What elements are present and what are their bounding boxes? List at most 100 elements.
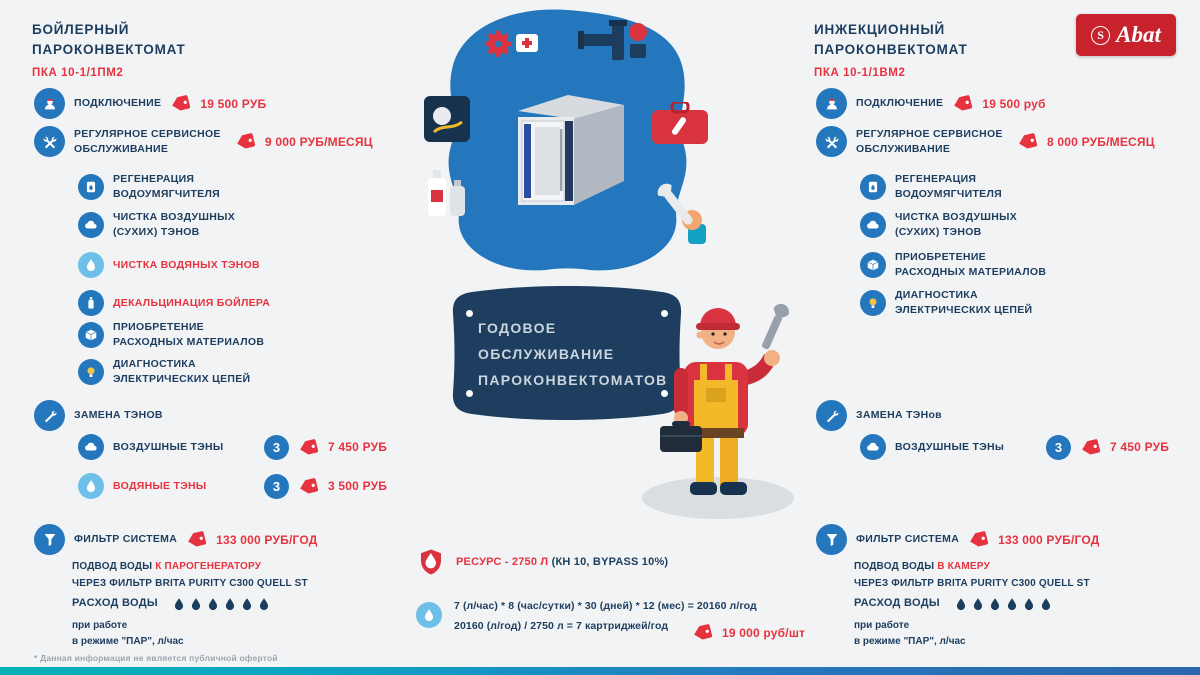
- water-supply-highlight: В КАМЕРУ: [937, 561, 990, 572]
- water-drop-icon: [223, 597, 237, 611]
- diagnostics-bulb-icon: [860, 289, 886, 316]
- price-tag-icon: [296, 473, 321, 498]
- water-drop-icon: [206, 597, 220, 611]
- water-drop-icon: [78, 473, 104, 499]
- water-softener-icon: [78, 173, 104, 200]
- left-filter-row: ФИЛЬТР СИСТЕМА 133 000 РУБ/ГОД: [34, 524, 317, 555]
- consumption-label: РАСХОД ВОДЫ: [854, 597, 940, 609]
- water-drop-icon: [78, 252, 104, 278]
- right-consumption-row: РАСХОД ВОДЫ: [854, 596, 1053, 611]
- service-item: ПРИОБРЕТЕНИЕ РАСХОДНЫХ МАТЕРИАЛОВ: [78, 320, 264, 349]
- service-item-label: ПРИОБРЕТЕНИЕ РАСХОДНЫХ МАТЕРИАЛОВ: [895, 251, 1047, 278]
- resource-shield-icon: [416, 546, 446, 578]
- combi-oven-illustration: [518, 95, 624, 205]
- right-connection-row: ПОДКЛЮЧЕНИЕ 19 500 руб: [816, 88, 1046, 119]
- filter-icon: [816, 524, 847, 555]
- left-product-title: БОЙЛЕРНЫЙ ПАРОКОНВЕКТОМАТ: [32, 22, 186, 58]
- left-connection-label: ПОДКЛЮЧЕНИЕ: [74, 97, 162, 110]
- formula-line-2: 20160 (л/год) / 2750 л = 7 картриджей/го…: [454, 620, 669, 632]
- banner-dot: [661, 310, 668, 317]
- banner-dot: [661, 390, 668, 397]
- water-drops-meter: [954, 597, 1053, 611]
- left-replace-label: ЗАМЕНА ТЭНОВ: [74, 409, 163, 422]
- electric-box-icon: [424, 96, 470, 142]
- right-service-price: 8 000 РУБ/МЕСЯЦ: [1047, 134, 1155, 149]
- left-service-price: 9 000 РУБ/МЕСЯЦ: [265, 134, 373, 149]
- service-item: ЧИСТКА ВОЗДУШНЫХ (СУХИХ) ТЭНОВ: [860, 210, 1017, 239]
- resource-line: РЕСУРС - 2750 Л (КН 10, BYPASS 10%): [456, 556, 668, 568]
- heater-price: 3 500 РУБ: [328, 479, 388, 493]
- hand-wrench-icon: [657, 183, 706, 244]
- abat-logo: S Abat: [1076, 14, 1176, 56]
- price-tag-icon: [690, 620, 715, 645]
- abat-logo-mark: S: [1091, 25, 1111, 45]
- left-replace-row: ЗАМЕНА ТЭНОВ: [34, 400, 163, 431]
- water-supply-filter: ЧЕРЕЗ ФИЛЬТР BRITA PURITY C300 QUELL ST: [72, 578, 308, 589]
- right-header: ИНЖЕКЦИОННЫЙ ПАРОКОНВЕКТОМАТ ПКА 10-1/1В…: [814, 20, 968, 79]
- left-header: БОЙЛЕРНЫЙ ПАРОКОНВЕКТОМАТ ПКА 10-1/1ПМ2: [32, 20, 186, 79]
- technician-icon: [816, 88, 847, 119]
- left-consumption-row: РАСХОД ВОДЫ: [72, 596, 271, 611]
- water-drop-icon: [988, 597, 1002, 611]
- price-tag-icon: [1015, 129, 1040, 154]
- left-filter-price: 133 000 РУБ/ГОД: [216, 532, 318, 547]
- bottle-icon: [78, 290, 104, 316]
- count-badge: 3: [264, 473, 289, 499]
- cloud-icon: [860, 211, 886, 238]
- right-replace-row: ЗАМЕНА ТЭНов: [816, 400, 942, 431]
- wrench-icon: [34, 400, 65, 431]
- water-drops-meter: [172, 597, 271, 611]
- heater-label: ВОЗДУШНЫЕ ТЭНЫ: [113, 440, 224, 453]
- left-water-supply: ПОДВОД ВОДЫ К ПАРОГЕНЕРАТОРУ ЧЕРЕЗ ФИЛЬТ…: [72, 558, 308, 592]
- water-softener-icon: [860, 173, 886, 200]
- service-item: ЧИСТКА ВОДЯНЫХ ТЭНОВ: [78, 252, 260, 278]
- heater-row: ВОДЯНЫЕ ТЭНЫ 3 3 500 РУБ: [78, 473, 387, 499]
- water-drop-icon: [240, 597, 254, 611]
- banner-dot: [466, 310, 473, 317]
- count-badge: 3: [264, 434, 289, 460]
- crossed-tools-icon: [34, 126, 65, 157]
- price-tag-icon: [966, 527, 991, 552]
- banner-dot: [466, 390, 473, 397]
- technician-icon: [34, 88, 65, 119]
- water-resource-icon: [416, 602, 442, 628]
- left-service-row: РЕГУЛЯРНОЕ СЕРВИСНОЕ ОБСЛУЖИВАНИЕ 9 000 …: [34, 126, 373, 157]
- service-item-label: РЕГЕНЕРАЦИЯ ВОДОУМЯГЧИТЕЛЯ: [113, 173, 220, 200]
- count-badge: 3: [1046, 434, 1071, 460]
- heater-label: ВОДЯНЫЕ ТЭНЫ: [113, 479, 207, 492]
- left-product-model: ПКА 10-1/1ПМ2: [32, 66, 124, 79]
- toolbox-icon: [652, 102, 708, 144]
- left-connection-price: 19 500 РУБ: [200, 96, 267, 111]
- price-tag-icon: [296, 434, 321, 459]
- service-item-label: ДИАГНОСТИКА ЭЛЕКТРИЧЕСКИХ ЦЕПЕЙ: [895, 289, 1033, 316]
- left-filter-label: ФИЛЬТР СИСТЕМА: [74, 533, 178, 546]
- crossed-tools-icon: [816, 126, 847, 157]
- filter-icon: [34, 524, 65, 555]
- heater-label: ВОЗДУШНЫЕ ТЭНы: [895, 440, 1005, 453]
- water-supply-prefix: ПОДВОД ВОДЫ: [854, 561, 935, 572]
- cloud-icon: [78, 434, 104, 460]
- right-product-model: ПКА 10-1/1ВМ2: [814, 66, 906, 79]
- service-item-label: РЕГЕНЕРАЦИЯ ВОДОУМЯГЧИТЕЛЯ: [895, 173, 1002, 200]
- service-item-label: ЧИСТКА ВОЗДУШНЫХ (СУХИХ) ТЭНОВ: [113, 211, 235, 238]
- resource-note: (КН 10, BYPASS 10%): [551, 556, 669, 568]
- footnote: * Данная информация не является публично…: [34, 653, 278, 663]
- resource-value: РЕСУРС - 2750 Л: [456, 556, 549, 568]
- service-item: РЕГЕНЕРАЦИЯ ВОДОУМЯГЧИТЕЛЯ: [78, 172, 220, 201]
- abat-logo-text: Abat: [1116, 22, 1161, 47]
- water-drop-icon: [172, 597, 186, 611]
- water-drop-icon: [1039, 597, 1053, 611]
- serviceman-illustration: [642, 303, 794, 519]
- water-supply-highlight: К ПАРОГЕНЕРАТОРУ: [155, 561, 262, 572]
- consumption-note: при работе в режиме "ПАР", л/час: [854, 620, 966, 647]
- service-item: ДИАГНОСТИКА ЭЛЕКТРИЧЕСКИХ ЦЕПЕЙ: [860, 288, 1032, 317]
- gear-icon: [480, 26, 516, 62]
- bottom-gradient-bar: [0, 667, 1200, 675]
- heater-price: 7 450 РУБ: [1110, 440, 1170, 454]
- diagnostics-bulb-icon: [78, 358, 104, 385]
- right-filter-row: ФИЛЬТР СИСТЕМА 133 000 РУБ/ГОД: [816, 524, 1099, 555]
- right-water-supply: ПОДВОД ВОДЫ В КАМЕРУ ЧЕРЕЗ ФИЛЬТР BRITA …: [854, 558, 1090, 592]
- service-item-label: ЧИСТКА ВОДЯНЫХ ТЭНОВ: [113, 258, 260, 271]
- right-service-row: РЕГУЛЯРНОЕ СЕРВИСНОЕ ОБСЛУЖИВАНИЕ 8 000 …: [816, 126, 1155, 157]
